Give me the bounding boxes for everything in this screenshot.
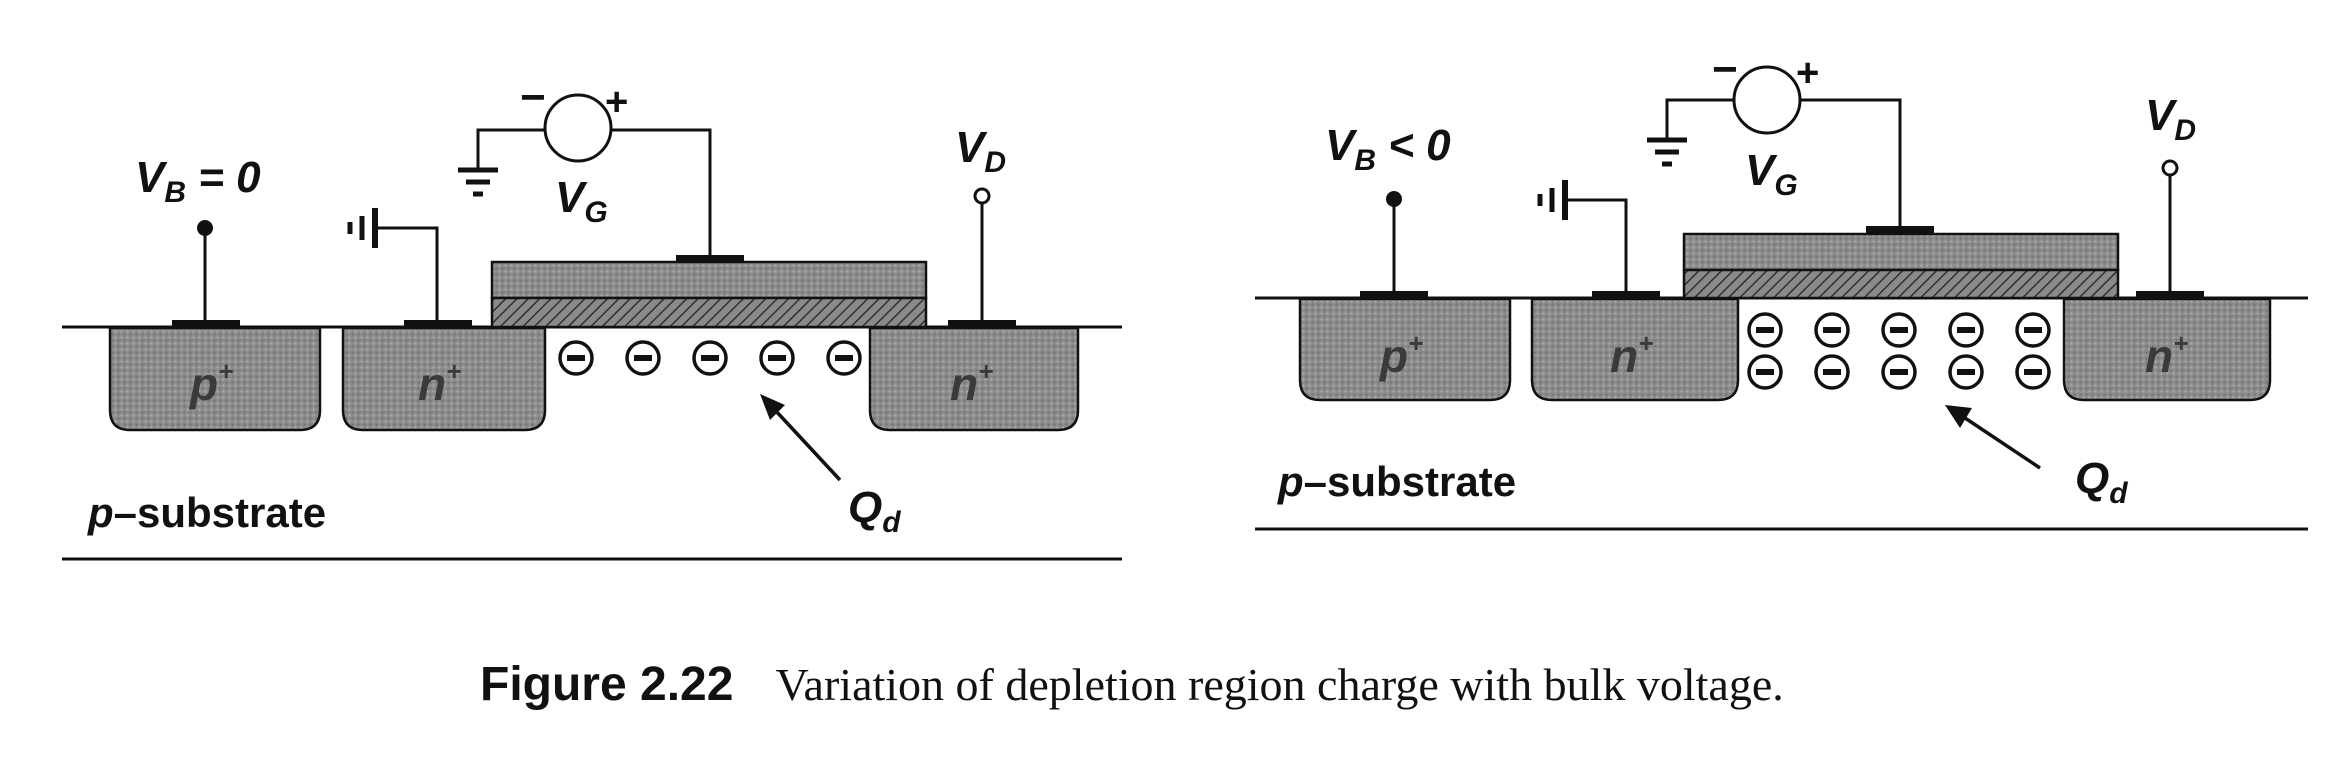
negative-charge-icon [558, 340, 594, 376]
diagram-left: p+ n+ n+ VB = 0 − + VG [62, 73, 1122, 561]
p-plus-label: p+ [1378, 328, 1423, 382]
negative-charge-icon [1948, 312, 1984, 348]
drain-terminal-dot [2161, 159, 2179, 177]
drain-voltage-label: VD [2145, 91, 2196, 147]
gate-wire [610, 128, 712, 257]
figure-caption-text: Variation of depletion region charge wit… [775, 659, 1783, 710]
bulk-voltage-label: VB = 0 [135, 153, 261, 209]
negative-charge-icon [1747, 354, 1783, 390]
negative-charge-icon [692, 340, 728, 376]
ground-icon [1647, 137, 1687, 167]
bulk-terminal-dot [197, 220, 213, 236]
gate-voltage-label: VG [1745, 146, 1798, 202]
gate-ground-wire [476, 128, 545, 168]
negative-charge-icon [826, 340, 862, 376]
depletion-charges [558, 340, 862, 376]
ground-icon [347, 208, 378, 248]
charge-arrow-head [760, 394, 785, 420]
n-plus-source-label: n+ [1610, 328, 1653, 382]
n-plus-drain-label: n+ [2145, 328, 2188, 382]
negative-charge-icon [1814, 312, 1850, 348]
p-plus-label: p+ [188, 356, 233, 410]
source-minus-sign: − [1712, 45, 1738, 94]
charge-arrow [1964, 416, 2041, 470]
gate-oxide [1682, 268, 2120, 300]
charge-arrow [773, 408, 842, 482]
bulk-terminal-dot [1386, 191, 1402, 207]
n-plus-drain-region [868, 326, 1080, 432]
n-plus-drain-label: n+ [950, 356, 993, 410]
depletion-charges [1747, 312, 2051, 390]
gate-contact [676, 255, 744, 263]
negative-charge-icon [1881, 354, 1917, 390]
drain-voltage-label: VD [955, 123, 1006, 179]
n-plus-source-region [341, 326, 547, 432]
source-contact [1592, 291, 1660, 299]
source-contact [404, 320, 472, 328]
p-plus-region [1298, 297, 1512, 402]
charge-label: Qd [848, 483, 901, 539]
substrate-label: p–substrate [87, 489, 326, 536]
negative-charge-icon [2015, 312, 2051, 348]
negative-charge-icon [1881, 312, 1917, 348]
negative-charge-icon [1948, 354, 1984, 390]
drain-contact [948, 320, 1016, 328]
n-plus-source-label: n+ [418, 356, 461, 410]
voltage-source-icon [1732, 65, 1802, 135]
negative-charge-icon [2015, 354, 2051, 390]
gate-wire [1800, 98, 1902, 228]
negative-charge-icon [625, 340, 661, 376]
charge-label: Qd [2075, 454, 2128, 510]
p-plus-region [108, 326, 322, 432]
drain-terminal-dot [973, 187, 991, 205]
source-plus-sign: + [1796, 51, 1819, 95]
charge-arrow-head [1945, 405, 1972, 428]
source-wire [375, 226, 439, 322]
gate-contact [1866, 226, 1934, 234]
ground-icon [458, 167, 498, 197]
figure-number: Figure 2.22 [480, 658, 733, 711]
drain-contact [2136, 291, 2204, 299]
gate-voltage-label: VG [555, 173, 608, 229]
ground-icon [1537, 180, 1568, 220]
diagram-right: p+ n+ n+ VB < 0 − + VG VD [1255, 45, 2308, 531]
gate-poly [1682, 232, 2120, 272]
source-plus-sign: + [605, 80, 628, 124]
gate-poly [490, 260, 928, 300]
gate-oxide [490, 296, 928, 329]
source-wire [1565, 198, 1628, 293]
gate-ground-wire [1665, 98, 1734, 138]
n-plus-drain-region [2062, 297, 2272, 402]
n-plus-source-region [1530, 297, 1740, 402]
voltage-source-icon [543, 93, 613, 163]
negative-charge-icon [1814, 354, 1850, 390]
negative-charge-icon [1747, 312, 1783, 348]
source-minus-sign: − [520, 73, 546, 122]
substrate-label: p–substrate [1277, 458, 1516, 505]
negative-charge-icon [759, 340, 795, 376]
figure-caption: Figure 2.22 Variation of depletion regio… [480, 658, 1784, 711]
bulk-contact [1360, 291, 1428, 299]
bulk-contact [172, 320, 240, 328]
bulk-voltage-label: VB < 0 [1325, 121, 1451, 177]
